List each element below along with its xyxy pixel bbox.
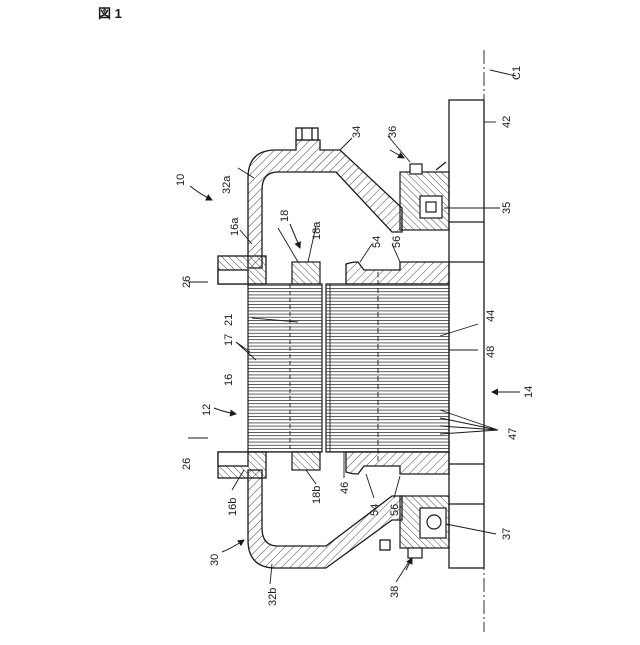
label-10: 10 xyxy=(175,174,187,186)
label-16a: 16a xyxy=(229,217,241,236)
label-35: 35 xyxy=(501,202,513,214)
label-16: 16 xyxy=(223,374,235,386)
label-38: 38 xyxy=(389,586,401,598)
rotor-core xyxy=(326,272,449,464)
figure-title: 図 1 xyxy=(98,6,122,21)
label-36: 36 xyxy=(387,126,399,138)
lower-housing xyxy=(248,470,402,568)
lower-bearing xyxy=(400,496,449,558)
label-32b: 32b xyxy=(267,588,279,606)
label-56-top: 56 xyxy=(391,236,403,248)
label-42: 42 xyxy=(501,116,513,128)
label-26-top: 26 xyxy=(181,276,193,288)
label-48: 48 xyxy=(485,346,497,358)
label-30: 30 xyxy=(209,554,221,566)
label-56-bottom: 56 xyxy=(389,504,401,516)
label-26-bottom: 26 xyxy=(181,458,193,470)
label-17: 17 xyxy=(223,334,235,346)
shaft xyxy=(449,100,484,568)
label-18a: 18a xyxy=(311,221,323,240)
label-14: 14 xyxy=(523,386,535,398)
label-18b: 18b xyxy=(311,486,323,504)
stator-core xyxy=(248,284,322,452)
label-47: 47 xyxy=(507,428,519,440)
label-34: 34 xyxy=(351,126,363,138)
label-c1: C1 xyxy=(511,66,523,80)
upper-bearing xyxy=(400,162,449,230)
label-54-bottom: 54 xyxy=(369,504,381,516)
label-18: 18 xyxy=(279,210,291,222)
label-16b: 16b xyxy=(227,498,239,516)
label-46: 46 xyxy=(339,482,351,494)
label-44: 44 xyxy=(485,310,497,322)
label-12: 12 xyxy=(201,404,213,416)
label-21: 21 xyxy=(223,314,235,326)
upper-flange xyxy=(218,256,266,284)
label-54-top: 54 xyxy=(371,236,383,248)
label-37: 37 xyxy=(501,528,513,540)
label-32a: 32a xyxy=(221,175,233,194)
